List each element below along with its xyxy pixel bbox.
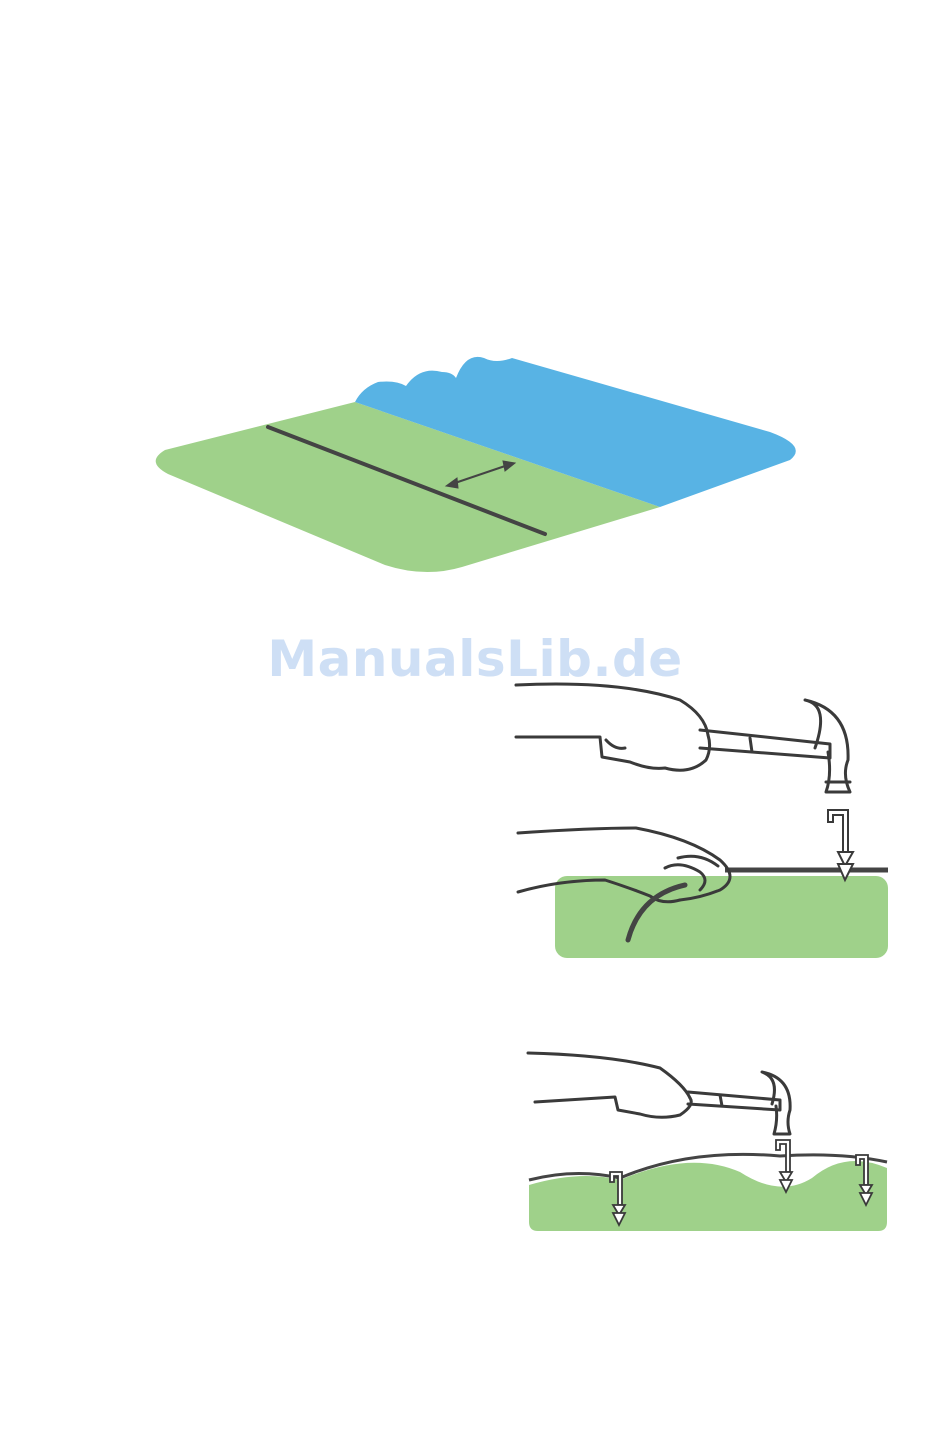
pegging-wire-illustration xyxy=(0,680,950,980)
uneven-grass xyxy=(529,1161,887,1231)
peg-icon xyxy=(776,1140,792,1192)
uneven-ground-illustration xyxy=(0,1040,950,1240)
hand-with-hammer xyxy=(528,1053,790,1134)
hand-with-hammer xyxy=(516,684,850,792)
lawn-boundary-wire-illustration xyxy=(0,340,950,590)
